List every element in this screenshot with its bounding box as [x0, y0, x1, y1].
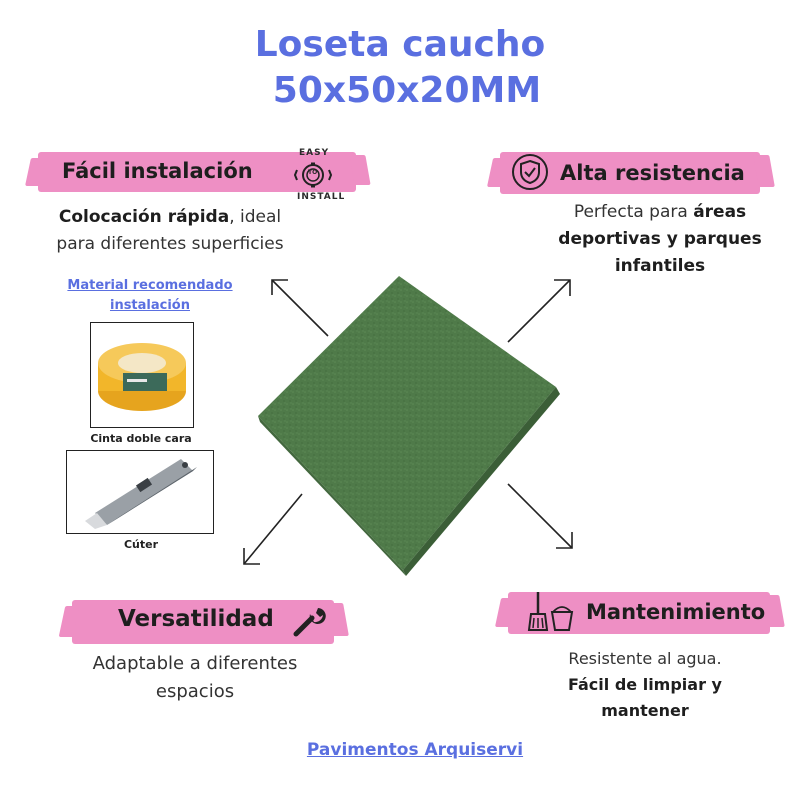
highlight-brush	[500, 152, 760, 194]
easy-install-badge-icon: EASY TO INSTALL	[285, 146, 345, 206]
desc-line1: Adaptable a diferentes	[92, 653, 298, 674]
desc-bold2: deportivas y parques	[558, 229, 762, 249]
desc-bold3: infantiles	[614, 256, 706, 276]
desc-bold1: Fácil de limpiar y	[568, 675, 722, 694]
feature-versatility-description: Adaptable a diferentes espacios	[50, 650, 340, 706]
desc-bold: Colocación rápida	[58, 207, 230, 227]
feature-maintenance-description: Resistente al agua. Fácil de limpiar y m…	[520, 646, 770, 724]
arrow-top-left	[271, 279, 329, 337]
desc-bold1: áreas	[693, 202, 747, 222]
wrench-icon	[293, 608, 326, 637]
shield-check-icon	[512, 154, 548, 190]
gear-arrows-icon	[293, 162, 333, 188]
badge-mid-text: TO	[308, 169, 318, 176]
cutter-caption: Cúter	[123, 538, 159, 551]
feature-resistance-description: Perfecta para áreas deportivas y parques…	[520, 199, 800, 280]
desc-plain: Perfecta para	[573, 202, 694, 222]
desc-bold2: mantener	[601, 701, 689, 720]
feature-install-heading: Fácil instalación	[62, 159, 253, 183]
cutter-knife-icon	[85, 459, 197, 529]
badge-bottom-text: INSTALL	[297, 192, 346, 202]
arrow-bottom-right	[507, 483, 573, 549]
recommended-link-line1[interactable]: Material recomendado	[67, 278, 233, 293]
tape-roll-icon	[98, 343, 186, 411]
desc-rest: , ideal	[229, 207, 282, 227]
title-line2: 50x50x20MM	[272, 70, 542, 111]
footer-link[interactable]: Pavimentos Arquiservi	[306, 740, 524, 760]
recommended-link-line2[interactable]: instalación	[109, 298, 190, 313]
tape-photo	[90, 322, 194, 428]
rubber-tile-image	[258, 276, 560, 576]
page-title: Loseta caucho 50x50x20MM	[0, 22, 800, 114]
cutter-photo	[66, 450, 214, 534]
title-line1: Loseta caucho	[254, 24, 546, 65]
feature-install-description: Colocación rápida, ideal para diferentes…	[20, 204, 320, 258]
feature-versatility-heading: Versatilidad	[118, 606, 274, 632]
feature-maintenance-heading: Mantenimiento	[586, 600, 766, 624]
highlight-brush	[72, 600, 334, 644]
desc-line1: Resistente al agua.	[568, 649, 722, 668]
desc-line2: espacios	[155, 681, 235, 702]
arrow-top-right	[507, 279, 571, 343]
desc-line2: para diferentes superficies	[56, 234, 284, 254]
recommended-link[interactable]: Material recomendado instalación	[40, 276, 260, 316]
feature-resistance-heading: Alta resistencia	[560, 161, 745, 185]
arrow-bottom-left	[243, 493, 303, 565]
badge-top-text: EASY	[299, 148, 330, 158]
tape-caption: Cinta doble cara	[90, 432, 192, 445]
broom-bucket-icon	[527, 592, 574, 631]
